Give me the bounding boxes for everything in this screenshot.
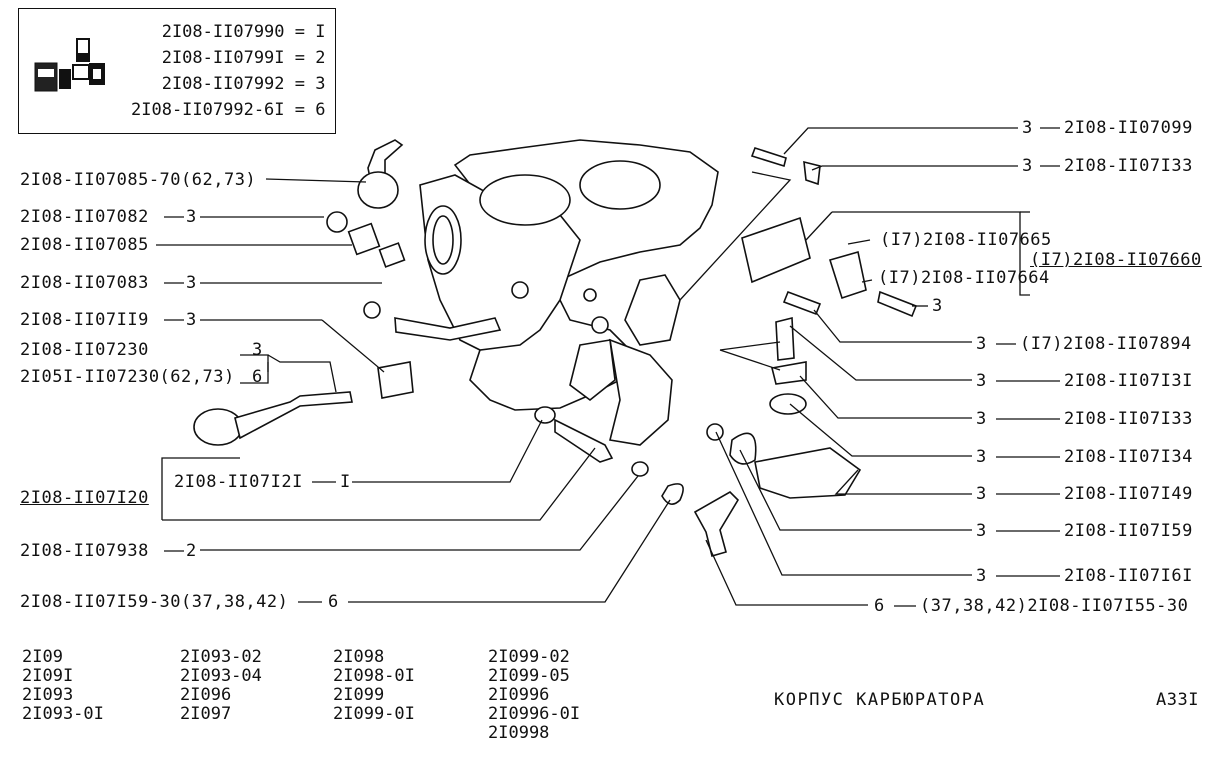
- label-part: 2I08-II07230: [20, 340, 149, 360]
- left-leader-lines: [156, 178, 671, 603]
- label-part: 2I08-II07I3I: [1064, 371, 1193, 391]
- label-qty: 6: [252, 367, 263, 387]
- label-part: 2I08-II07085: [20, 235, 149, 255]
- model-list-col3: 2I098 2I098-0I 2I099 2I099-0I: [333, 648, 415, 724]
- model-code: 2I093-04: [180, 666, 262, 686]
- label-qty: 3: [976, 566, 987, 586]
- label-part: 2I05I-II07230(62,73): [20, 367, 235, 387]
- model-list-col4: 2I099-02 2I099-05 2I0996 2I0996-0I 2I099…: [488, 648, 580, 743]
- model-list-col2: 2I093-02 2I093-04 2I096 2I097: [180, 648, 262, 724]
- label-part: (37,38,42)2I08-II07I55-30: [920, 596, 1189, 616]
- legend-line: 2I08-II07990 = I: [161, 22, 326, 42]
- label-qty: 3: [186, 273, 197, 293]
- label-part: (I7)2I08-II07664: [878, 268, 1050, 288]
- label-part: 2I08-II07I59-30(37,38,42): [20, 592, 289, 612]
- model-code: 2I093: [22, 685, 74, 705]
- legend-box: 2I08-II07990 = I 2I08-II0799I = 2 2I08-I…: [18, 8, 336, 134]
- model-code: 2I099-05: [488, 666, 570, 686]
- label-qty: 3: [252, 340, 263, 360]
- label-part: (I7)2I08-II07894: [1020, 334, 1192, 354]
- label-part: 2I08-II07099: [1064, 118, 1193, 138]
- label-qty: 3: [976, 521, 987, 541]
- label-qty: 3: [186, 310, 197, 330]
- legend-line: 2I08-II0799I = 2: [161, 48, 326, 68]
- carburetor-body: [363, 139, 719, 446]
- model-code: 2I099-0I: [333, 704, 415, 724]
- label-part: 2I08-II07I33: [1064, 156, 1193, 176]
- model-code: 2I096: [180, 685, 232, 705]
- label-part: 2I08-II07938: [20, 541, 149, 561]
- model-code: 2I093-0I: [22, 704, 104, 724]
- label-part: 2I08-II07I49: [1064, 484, 1193, 504]
- model-code: 2I099: [333, 685, 385, 705]
- legend-lines: 2I08-II07990 = I 2I08-II0799I = 2 2I08-I…: [131, 19, 325, 123]
- label-qty: 3: [976, 447, 987, 467]
- right-parts: [693, 147, 918, 557]
- page-number: A33I: [1156, 690, 1199, 710]
- label-qty: 3: [976, 484, 987, 504]
- model-code: 2I099-02: [488, 647, 570, 667]
- label-qty: 3: [186, 207, 197, 227]
- label-qty: 3: [976, 409, 987, 429]
- model-code: 2I098-0I: [333, 666, 415, 686]
- label-part: 2I08-II07I59: [1064, 521, 1193, 541]
- label-part-assembly: (I7)2I08-II07660: [1030, 250, 1202, 270]
- left-parts: [193, 139, 684, 505]
- model-code: 2I093-02: [180, 647, 262, 667]
- kit-icon: [34, 38, 105, 92]
- label-part: 2I08-II07I2I: [174, 472, 303, 492]
- label-qty: 6: [328, 592, 339, 612]
- model-code: 2I09I: [22, 666, 74, 686]
- label-part: 2I08-II07082: [20, 207, 149, 227]
- label-part: 2I08-II07085-70(62,73): [20, 170, 257, 190]
- model-code: 2I098: [333, 647, 385, 667]
- model-code: 2I0998: [488, 723, 550, 743]
- label-qty: 3: [932, 296, 943, 316]
- model-code: 2I09: [22, 647, 63, 667]
- model-code: 2I0996-0I: [488, 704, 581, 724]
- legend-line: 2I08-II07992-6I = 6: [131, 100, 326, 120]
- model-list-col1: 2I09 2I09I 2I093 2I093-0I: [22, 648, 104, 724]
- label-qty: 3: [1022, 156, 1033, 176]
- page-title: КОРПУС КАРБЮРАТОРА: [774, 690, 986, 710]
- label-qty: 3: [976, 334, 987, 354]
- legend-line: 2I08-II07992 = 3: [161, 74, 326, 94]
- label-qty: 3: [976, 371, 987, 391]
- label-part: 2I08-II07I6I: [1064, 566, 1193, 586]
- label-part: 2I08-II07II9: [20, 310, 149, 330]
- label-part: 2I08-II07I33: [1064, 409, 1193, 429]
- label-part: 2I08-II07083: [20, 273, 149, 293]
- label-qty: 2: [186, 541, 197, 561]
- label-part: 2I08-II07I34: [1064, 447, 1193, 467]
- label-qty: 6: [874, 596, 885, 616]
- model-code: 2I0996: [488, 685, 550, 705]
- label-qty: I: [340, 472, 351, 492]
- model-code: 2I097: [180, 704, 232, 724]
- label-part-assembly: 2I08-II07I20: [20, 488, 149, 508]
- right-leader-lines: [679, 127, 1030, 606]
- label-part: (I7)2I08-II07665: [880, 230, 1052, 250]
- label-qty: 3: [1022, 118, 1033, 138]
